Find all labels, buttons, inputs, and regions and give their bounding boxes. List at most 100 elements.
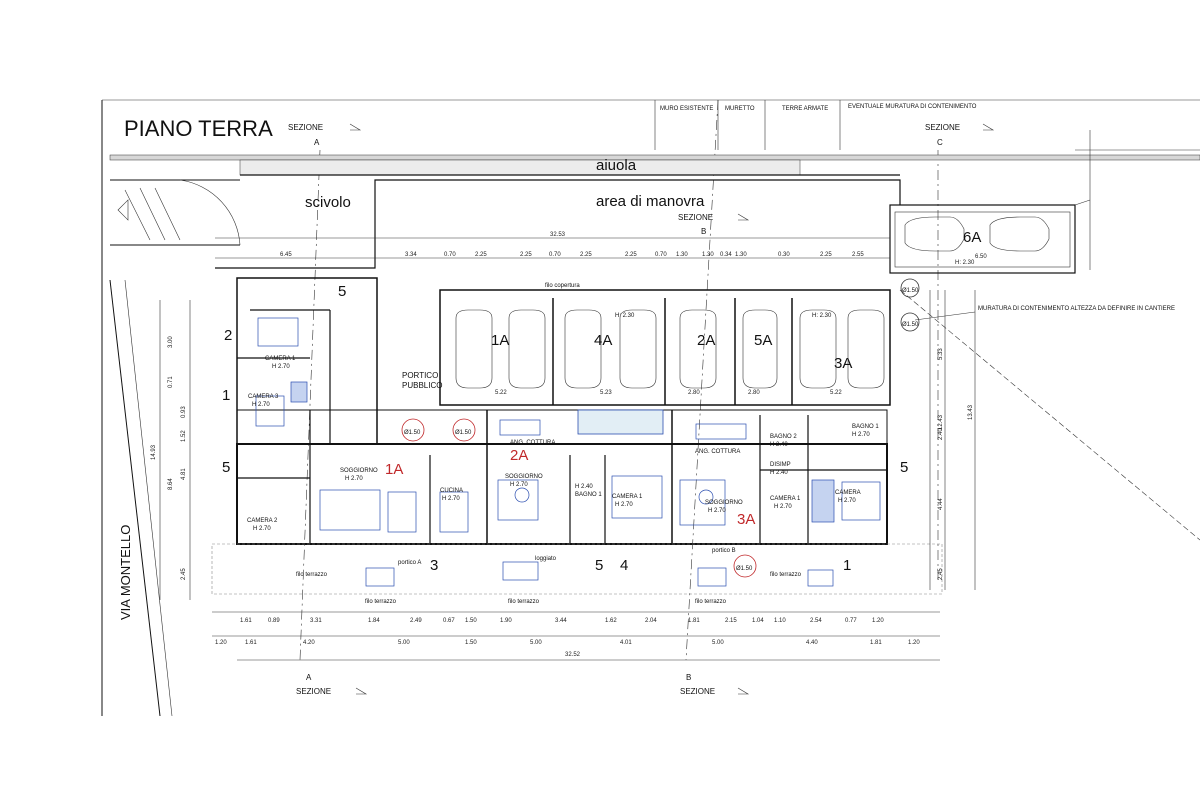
svg-text:CAMERA 1: CAMERA 1	[265, 356, 296, 362]
section-marker-b-mid: SEZIONE B	[678, 213, 750, 236]
svg-text:DISIMP: DISIMP	[770, 462, 791, 468]
svg-text:2: 2	[224, 327, 232, 344]
svg-text:3.34: 3.34	[405, 252, 417, 258]
svg-text:H 2.40: H 2.40	[770, 470, 788, 476]
section-line-a	[299, 149, 321, 661]
svg-text:CAMERA 1: CAMERA 1	[612, 494, 643, 500]
svg-text:BAGNO 1: BAGNO 1	[852, 424, 879, 430]
svg-text:1.62: 1.62	[605, 618, 617, 624]
svg-text:0.70: 0.70	[549, 252, 561, 258]
svg-text:H 2.40: H 2.40	[770, 442, 788, 448]
svg-text:1.50: 1.50	[465, 618, 477, 624]
dimension-column-left: 14.93 3.00 0.71 0.93 1.52 8.64 4.81 2.45	[151, 300, 191, 600]
svg-text:ANG. COTTURA: ANG. COTTURA	[695, 449, 740, 455]
dimension-overall-bottom: 32.52	[237, 652, 940, 661]
portico-pubblico-label-1: PORTICO	[402, 371, 438, 380]
svg-text:1.61: 1.61	[245, 640, 257, 646]
svg-text:SOGGIORNO: SOGGIORNO	[340, 468, 378, 474]
svg-text:C: C	[937, 138, 943, 147]
dimension-row-bottom-1: 1.61 0.89 3.31 1.84 2.49 0.67 1.50 1.90 …	[212, 611, 940, 624]
svg-text:2.15: 2.15	[725, 618, 737, 624]
svg-text:2.45: 2.45	[938, 568, 944, 580]
svg-text:SOGGIORNO: SOGGIORNO	[505, 474, 543, 480]
svg-text:H 2.40: H 2.40	[575, 484, 593, 490]
svg-text:ANG. COTTURA: ANG. COTTURA	[510, 440, 555, 446]
svg-text:5.22: 5.22	[830, 390, 842, 396]
svg-text:filo terrazzo: filo terrazzo	[695, 599, 727, 605]
garage-4a-label: 4A	[594, 332, 612, 349]
svg-text:32.53: 32.53	[550, 232, 566, 238]
svg-text:filo copertura: filo copertura	[545, 283, 580, 289]
svg-text:4.40: 4.40	[806, 640, 818, 646]
svg-text:filo terrazzo: filo terrazzo	[365, 599, 397, 605]
svg-text:6.50: 6.50	[975, 254, 987, 260]
svg-text:B: B	[701, 227, 706, 236]
svg-text:H 2.70: H 2.70	[708, 508, 726, 514]
garage-3a-label: 3A	[834, 355, 852, 372]
garage-1a-label: 1A	[491, 332, 509, 349]
svg-text:12.43: 12.43	[938, 414, 944, 430]
svg-text:Ø1.50: Ø1.50	[455, 430, 472, 436]
street-via-montello: VIA MONTELLO	[109, 279, 173, 717]
garage-2a-label: 2A	[697, 332, 715, 349]
svg-text:3: 3	[430, 557, 438, 574]
svg-text:2.80: 2.80	[688, 390, 700, 396]
svg-text:filo terrazzo: filo terrazzo	[770, 572, 802, 578]
svg-text:1.04: 1.04	[752, 618, 764, 624]
manovra-label: area di manovra	[596, 193, 705, 210]
svg-text:2.25: 2.25	[475, 252, 487, 258]
section-marker-a-top: SEZIONE A	[288, 123, 362, 147]
section-marker-a-bottom: A SEZIONE	[296, 673, 368, 696]
svg-text:SEZIONE: SEZIONE	[678, 213, 713, 222]
scivolo-label: scivolo	[305, 194, 351, 211]
svg-text:1.90: 1.90	[500, 618, 512, 624]
svg-text:CAMERA 2: CAMERA 2	[247, 518, 278, 524]
svg-text:0.93: 0.93	[181, 406, 187, 418]
svg-text:H 2.70: H 2.70	[838, 498, 856, 504]
plan-title: PIANO TERRA	[124, 116, 273, 141]
svg-text:filo terrazzo: filo terrazzo	[296, 572, 328, 578]
svg-text:MURO ESISTENTE: MURO ESISTENTE	[660, 106, 713, 112]
cars	[455, 309, 885, 389]
svg-text:1.61: 1.61	[240, 618, 252, 624]
svg-text:2.25: 2.25	[820, 252, 832, 258]
furniture	[255, 317, 881, 533]
svg-text:1: 1	[843, 557, 851, 574]
svg-text:0.77: 0.77	[845, 618, 857, 624]
garage-6a: 6A H: 2.30 6.50	[894, 211, 1071, 268]
svg-text:2.25: 2.25	[580, 252, 592, 258]
svg-text:2.80: 2.80	[748, 390, 760, 396]
svg-text:0.70: 0.70	[444, 252, 456, 258]
svg-text:loggiato: loggiato	[535, 556, 557, 562]
svg-text:A: A	[306, 673, 312, 682]
svg-text:H 2.70: H 2.70	[615, 502, 633, 508]
svg-text:H 2.70: H 2.70	[272, 364, 290, 370]
svg-text:SEZIONE: SEZIONE	[925, 123, 960, 132]
right-edge-feature	[1075, 130, 1200, 270]
svg-text:filo terrazzo: filo terrazzo	[508, 599, 540, 605]
svg-text:H 2.70: H 2.70	[345, 476, 363, 482]
svg-text:32.52: 32.52	[565, 652, 581, 658]
svg-text:5.00: 5.00	[398, 640, 410, 646]
svg-text:4.81: 4.81	[181, 468, 187, 480]
svg-text:CAMERA: CAMERA	[835, 490, 861, 496]
svg-text:1.20: 1.20	[215, 640, 227, 646]
garage-5a-label: 5A	[754, 332, 772, 349]
svg-text:Ø1.50: Ø1.50	[736, 566, 753, 572]
svg-text:EVENTUALE MURATURA DI CONTENIM: EVENTUALE MURATURA DI CONTENIMENTO	[848, 104, 977, 110]
dimension-row-bottom-2: 1.20 1.61 4.20 5.00 1.50 5.00 4.01 5.00 …	[212, 635, 940, 646]
svg-text:4.20: 4.20	[303, 640, 315, 646]
svg-text:SEZIONE: SEZIONE	[288, 123, 323, 132]
svg-text:14.93: 14.93	[151, 444, 157, 460]
portico-pubblico-label-2: PUBBLICO	[402, 381, 442, 390]
street-label: VIA MONTELLO	[118, 525, 133, 620]
svg-text:2.25: 2.25	[520, 252, 532, 258]
svg-text:5.00: 5.00	[530, 640, 542, 646]
svg-text:4.44: 4.44	[938, 498, 944, 510]
svg-text:SEZIONE: SEZIONE	[680, 687, 715, 696]
svg-text:5: 5	[900, 459, 908, 476]
svg-text:1: 1	[222, 387, 230, 404]
svg-text:0.34: 0.34	[720, 252, 732, 258]
svg-text:1.50: 1.50	[465, 640, 477, 646]
